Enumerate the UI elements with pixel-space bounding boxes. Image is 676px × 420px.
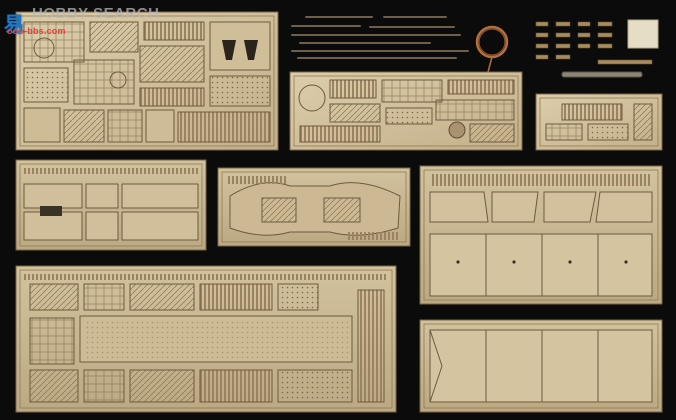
- barrel-rod: [561, 71, 643, 78]
- wire-coil: [475, 25, 509, 73]
- fret-small-right: [535, 93, 663, 151]
- fret-bottom-right: [419, 319, 663, 413]
- fret-center-middle: [217, 167, 411, 247]
- fret-top-left: [15, 11, 279, 151]
- turned-brass-parts: [535, 21, 653, 65]
- fret-left-middle: [15, 159, 207, 251]
- brass-rods: [291, 16, 469, 59]
- fret-upper-middle: [289, 71, 523, 151]
- small-card: [627, 19, 659, 49]
- fret-right-upper: [419, 165, 663, 305]
- fret-bottom-left: [15, 265, 397, 413]
